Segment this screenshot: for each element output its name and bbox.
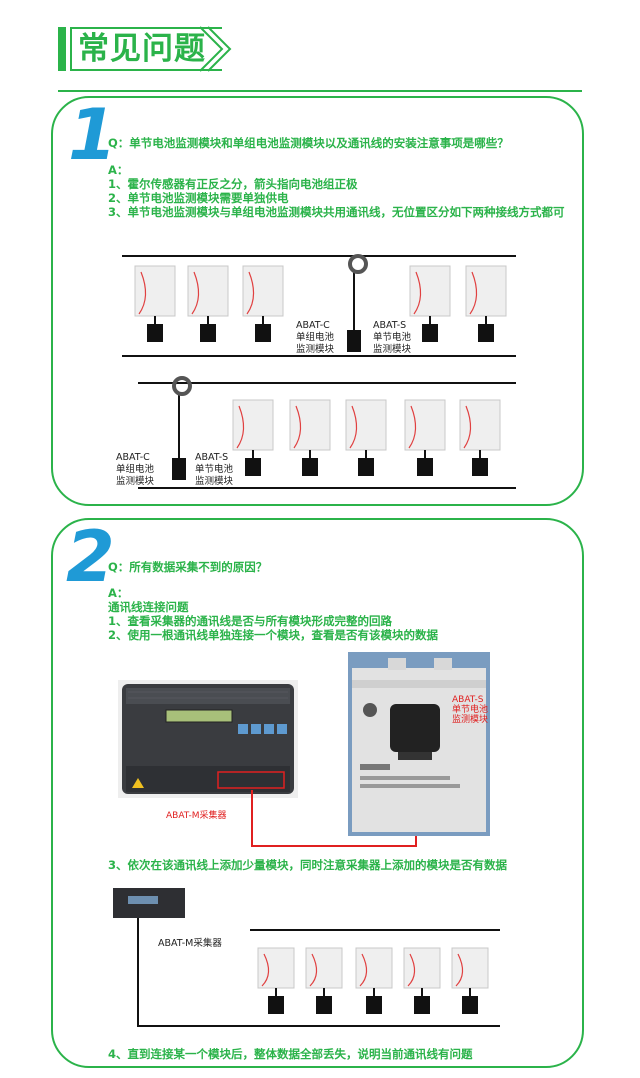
cell-monitor-module [245,458,261,476]
faq-answer-1-line-2: 2、单节电池监测模块需要单独供电 [108,191,289,205]
cell-monitor-module [417,458,433,476]
cell-monitor-module [478,324,494,342]
red-wire [236,405,245,449]
faq-answer-1-line-3: 3、单节电池监测模块与单组电池监测模块共用通讯线，无位置区分如下两种接线方式都可 [108,205,565,219]
collector-photo-label: ABAT-M采集器 [166,811,227,821]
red-wire [463,405,472,449]
page-title: 常见问题 [78,31,206,67]
cell-monitor-module [358,458,374,476]
red-wire [407,953,416,987]
module-photo-name: ABAT-S [452,695,484,705]
group-monitor-module-2 [172,458,186,480]
faq-answer-2-step-4: 4、直到连接某一个模块后，整体数据全部丢失，说明当前通讯线有问题 [108,1047,473,1061]
faq-answer-2-line-2: 1、查看采集器的通讯线是否与所有模块形成完整的回路 [108,614,392,628]
group-module-label-2: 单组电池 [116,464,155,475]
hall-sensor-icon [172,376,192,396]
collector-label-2: ABAT-M采集器 [158,938,222,949]
faq-answer-2-step-3: 3、依次在该通讯线上添加少量模块，同时注意采集器上添加的模块是否有数据 [108,858,507,872]
battery-cell [257,947,295,989]
faq-question-2: Q：所有数据采集不到的原因？ [108,560,268,574]
faq-answer-1-line-1: 1、霍尔传感器有正反之分，箭头指向电池组正极 [108,177,358,191]
red-wire [455,953,464,987]
battery-cell [305,947,343,989]
abat-c-label-2: ABAT-C [116,452,150,463]
battery-module-photo [348,652,490,836]
cell-module-suffix-2: 监测模块 [195,476,234,487]
header-frame [70,27,222,71]
faq-answer-2-line-1: 通讯线连接问题 [108,600,189,614]
faq-question-1: Q：单节电池监测模块和单组电池监测模块以及通讯线的安装注意事项是哪些？ [108,136,509,150]
cell-module-label-2: 单节电池 [195,464,234,475]
cell-monitor-module [462,996,478,1014]
faq-answer-2-line-3: 2、使用一根通讯线单独连接一个模块，查看是否有该模块的数据 [108,628,438,642]
header-accent-bar [58,27,66,71]
red-wire [246,271,255,315]
hall-sensor-icon [348,254,368,274]
cell-monitor-module [316,996,332,1014]
group-module-label-1: 单组电池 [296,332,335,343]
header-chevron-icon [199,26,232,72]
cell-monitor-module [472,458,488,476]
abat-c-label-1: ABAT-C [296,320,330,331]
group-module-suffix-2: 监测模块 [116,476,155,487]
group-monitor-module [347,330,361,352]
red-wire [191,271,200,315]
red-wire [261,953,270,987]
red-wire [413,271,422,315]
battery-cell [403,947,441,989]
red-wire [309,953,318,987]
red-wire [349,405,358,449]
cell-module-label-1: 单节电池 [373,332,412,343]
red-wire [408,405,417,449]
faq-number-2: 2 [66,516,115,598]
module-photo-desc1: 单节电池 [452,705,489,715]
faq-answer-label-2: A： [108,586,129,600]
cell-monitor-module [414,996,430,1014]
cell-monitor-module [268,996,284,1014]
red-wire [469,271,478,315]
header-divider [58,90,582,92]
abat-s-label-2: ABAT-S [195,452,229,463]
red-wire [293,405,302,449]
collector-display [128,896,158,904]
cell-monitor-module [255,324,271,342]
cell-monitor-module [200,324,216,342]
battery-cell [451,947,489,989]
faq-number-1: 1 [68,94,117,176]
cell-monitor-module [422,324,438,342]
module-photo-desc2: 监测模块 [452,715,489,725]
cell-module-suffix-1: 监测模块 [373,344,412,355]
group-module-suffix-1: 监测模块 [296,344,335,355]
cell-monitor-module [302,458,318,476]
cell-monitor-module [147,324,163,342]
red-wire [359,953,368,987]
comm-wire-return [137,918,500,1027]
red-wire [138,271,147,315]
collector-photo [118,680,298,798]
cell-monitor-module [366,996,382,1014]
battery-cell [355,947,393,989]
abat-s-label-1: ABAT-S [373,320,407,331]
faq-answer-label-1: A： [108,163,129,177]
